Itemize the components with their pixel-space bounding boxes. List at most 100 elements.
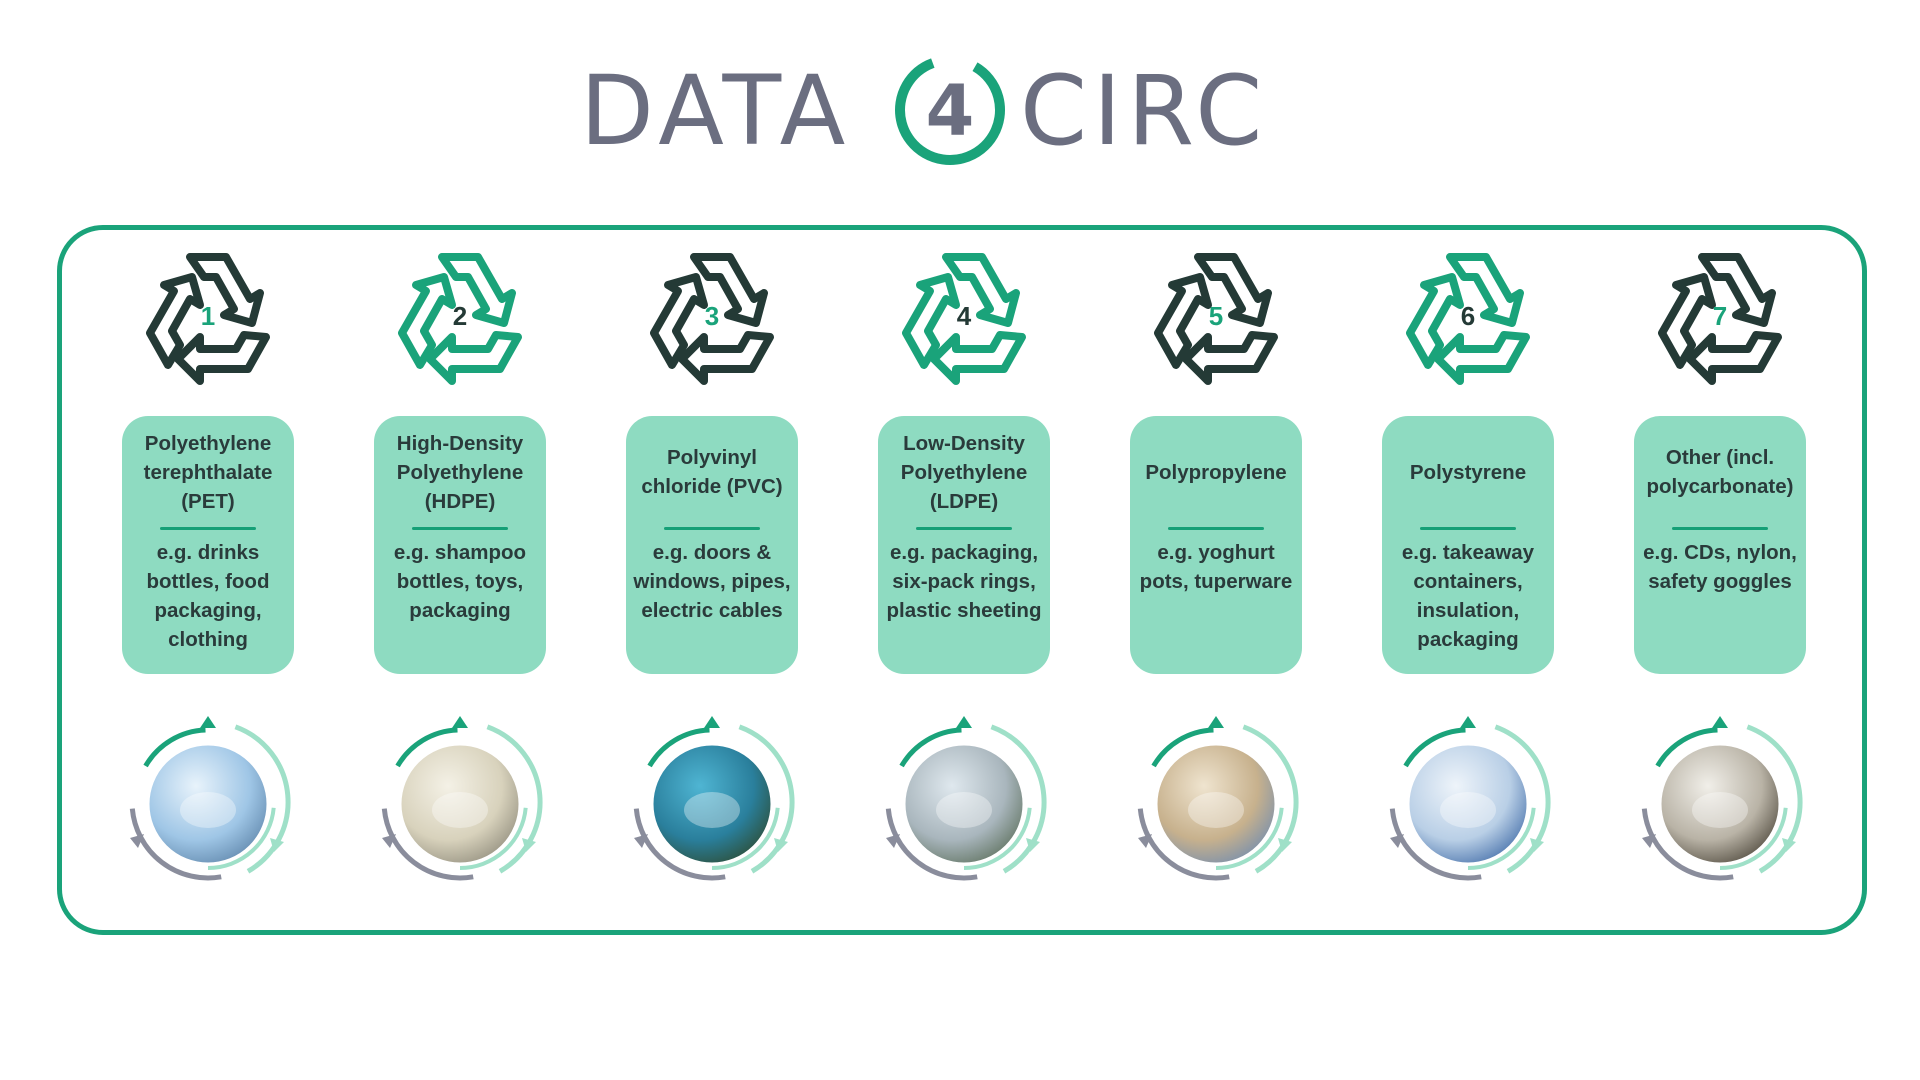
recycling-arrow-icon (930, 331, 1026, 385)
plastic-info-card: High-Density Polyethylene (HDPE) e.g. sh… (374, 416, 546, 674)
photo-highlight (432, 792, 488, 828)
resin-code-number: 1 (201, 301, 215, 331)
cycle-arc-right (486, 724, 543, 874)
milk-jug-spray-bottle-photo (398, 742, 522, 866)
arrow-left-icon (634, 834, 648, 848)
recycling-arrow-icon (426, 331, 522, 385)
plastic-info-card: Polyethylene terephthalate (PET) e.g. dr… (122, 416, 294, 674)
plastic-info-card: Polystyrene e.g. takeaway containers, in… (1382, 416, 1554, 674)
plastic-info-card: Other (incl. polycarbonate) e.g. CDs, ny… (1634, 416, 1806, 674)
arrow-down-right-icon (774, 838, 788, 852)
product-photo-cycle (885, 716, 1047, 881)
content-frame (57, 225, 1867, 935)
cycle-arc-inner (1467, 807, 1536, 870)
plastic-examples: e.g. yoghurt pots, tuperware (1139, 541, 1293, 593)
product-photo-cycle (129, 716, 291, 881)
logo-text-right: CIRC (1020, 55, 1268, 167)
plastic-sheeting-field-photo (902, 742, 1026, 866)
recycling-symbol-icon: 3 (650, 253, 774, 385)
plastic-type-column-5: 5 Polypropylene e.g. yoghurt pots, tuper… (1116, 240, 1316, 900)
plastic-type-column-7: 7 Other (incl. polycarbonate) e.g. CDs, … (1620, 240, 1820, 900)
plastic-name: Polystyrene (1409, 460, 1527, 484)
cycle-arc-top (899, 727, 962, 768)
resin-code-number: 2 (453, 301, 467, 331)
product-photo-cycle (1137, 716, 1299, 881)
product-photo-cycle (381, 716, 543, 881)
recycling-arrow-icon (1434, 331, 1530, 385)
resin-code-number: 6 (1461, 301, 1475, 331)
recycling-arrow-icon (186, 253, 264, 327)
recycling-arrow-icon (650, 273, 708, 369)
arrow-up-icon (452, 716, 468, 728)
takeaway-box-photo (1406, 742, 1530, 866)
logo-ring-icon: 4 (895, 54, 1005, 165)
resin-code-number: 4 (957, 301, 972, 331)
cycle-arc-left (381, 808, 474, 881)
plastic-type-column-6: 6 Polystyrene e.g. takeaway containers, … (1368, 240, 1568, 900)
arrow-left-icon (1138, 834, 1152, 848)
plastic-info-card: Polypropylene e.g. yoghurt pots, tuperwa… (1130, 416, 1302, 674)
arrow-down-right-icon (1026, 838, 1040, 852)
recycling-symbol-icon: 2 (398, 253, 522, 385)
cycle-arc-left (129, 808, 222, 881)
plastic-info-card: Polyvinyl chloride (PVC) e.g. doors & wi… (626, 416, 798, 674)
photo-highlight (180, 792, 236, 828)
food-containers-photo (1154, 742, 1278, 866)
cycle-arc-inner (459, 807, 528, 870)
logo-text-left: DATA (580, 55, 851, 167)
recycling-symbol-icon: 1 (146, 253, 270, 385)
photo-highlight (684, 792, 740, 828)
recycling-arrow-icon (1194, 253, 1272, 327)
plastic-examples: e.g. packaging, six-pack rings, plastic … (886, 541, 1042, 622)
product-photo-cycle (633, 716, 795, 881)
recycling-arrow-icon (678, 331, 774, 385)
recycling-arrow-icon (398, 273, 456, 369)
plastic-examples: e.g. shampoo bottles, toys, packaging (393, 541, 527, 622)
cycle-arc-top (1151, 727, 1214, 768)
cycle-arc-inner (963, 807, 1032, 870)
arrow-left-icon (1390, 834, 1404, 848)
cycle-arc-top (1655, 727, 1718, 768)
plastic-name: High-Density Polyethylene (HDPE) (396, 431, 524, 513)
recycling-symbol-icon: 7 (1658, 253, 1782, 385)
recycling-arrow-icon (146, 273, 204, 369)
cycle-arc-inner (1215, 807, 1284, 870)
card-divider (916, 527, 1012, 530)
photo-highlight (936, 792, 992, 828)
plastic-name: Polyvinyl chloride (PVC) (641, 446, 783, 498)
cycle-arc-right (234, 724, 291, 874)
photo-highlight (1440, 792, 1496, 828)
plastic-name: Polypropylene (1145, 460, 1287, 484)
plastic-type-column-3: 3 Polyvinyl chloride (PVC) e.g. doors & … (612, 240, 812, 900)
cycle-arc-left (1137, 808, 1230, 881)
arrow-left-icon (382, 834, 396, 848)
product-photo-cycle (1641, 716, 1803, 881)
recycling-symbol-icon: 5 (1154, 253, 1278, 385)
plastic-type-column-4: 4 Low-Density Polyethylene (LDPE) e.g. p… (864, 240, 1064, 900)
recycling-arrow-icon (1446, 253, 1524, 327)
arrow-left-icon (1642, 834, 1656, 848)
cycle-arc-top (647, 727, 710, 768)
arrow-down-right-icon (1278, 838, 1292, 852)
plastic-examples: e.g. drinks bottles, food packaging, clo… (146, 541, 270, 651)
plastic-bottles-photo (146, 742, 270, 866)
arrow-up-icon (1208, 716, 1224, 728)
plastic-info-card: Low-Density Polyethylene (LDPE) e.g. pac… (878, 416, 1050, 674)
recycling-arrow-icon (1406, 273, 1464, 369)
arrow-left-icon (886, 834, 900, 848)
recycling-arrow-icon (1698, 253, 1776, 327)
resin-code-number: 7 (1713, 301, 1727, 331)
recycling-arrow-icon (438, 253, 516, 327)
logo-number: 4 (926, 70, 975, 152)
cycle-arc-left (1641, 808, 1734, 881)
card-divider (1672, 527, 1768, 530)
cycle-arc-inner (1719, 807, 1788, 870)
arrow-up-icon (200, 716, 216, 728)
blue-pipes-photo (650, 742, 774, 866)
cycle-arc-top (1403, 727, 1466, 768)
plastic-name: Other (incl. polycarbonate) (1646, 446, 1794, 498)
arrow-up-icon (1460, 716, 1476, 728)
resin-code-number: 5 (1209, 301, 1223, 331)
cycle-arc-right (1242, 724, 1299, 874)
